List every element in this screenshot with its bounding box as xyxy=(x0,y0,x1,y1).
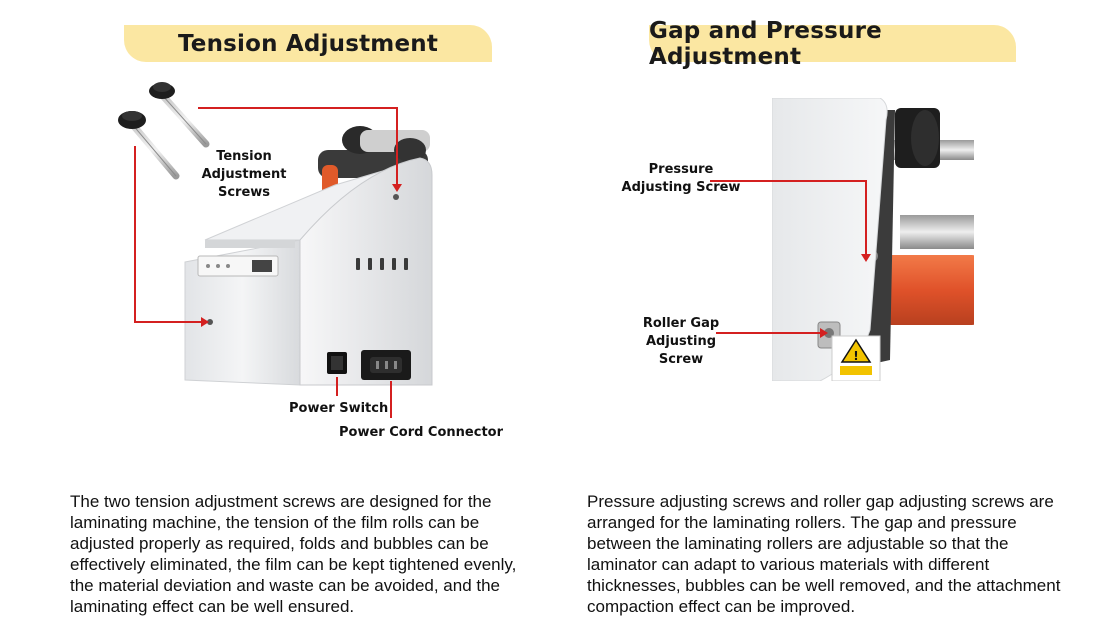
tension-screw-knob-icon xyxy=(149,82,210,148)
warning-triangle-icon: ! xyxy=(840,338,872,363)
power-switch-label: Power Switch xyxy=(289,401,389,416)
roller-closeup-illustration: ! xyxy=(710,98,974,381)
right-callout-lines xyxy=(710,180,867,334)
roller-gap-screw-label: Roller Gap Adjusting Screw xyxy=(642,316,720,367)
laminator-illustration xyxy=(118,82,433,418)
gap-pressure-title: Gap and Pressure Adjustment xyxy=(649,17,882,70)
tension-description: The two tension adjustment screws are de… xyxy=(70,492,517,616)
svg-text:!: ! xyxy=(853,349,858,363)
tension-screw-knob-icon xyxy=(118,111,180,180)
power-switch-icon xyxy=(327,352,347,374)
left-callout-lines xyxy=(134,107,398,418)
tension-screws-label: Tension Adjustment Screws xyxy=(201,149,287,200)
tension-adjustment-heading: Tension Adjustment xyxy=(124,25,492,62)
power-cord-connector-label: Power Cord Connector xyxy=(339,425,503,440)
tension-adjustment-title: Tension Adjustment xyxy=(177,30,439,57)
pressure-screw-label: Pressure Adjusting Screw xyxy=(621,162,741,195)
gap-pressure-heading: Gap and Pressure Adjustment xyxy=(649,18,1016,70)
laminator-body xyxy=(184,157,433,386)
power-socket-icon xyxy=(361,350,411,380)
gap-pressure-description: Pressure adjusting screws and roller gap… xyxy=(587,492,1061,616)
